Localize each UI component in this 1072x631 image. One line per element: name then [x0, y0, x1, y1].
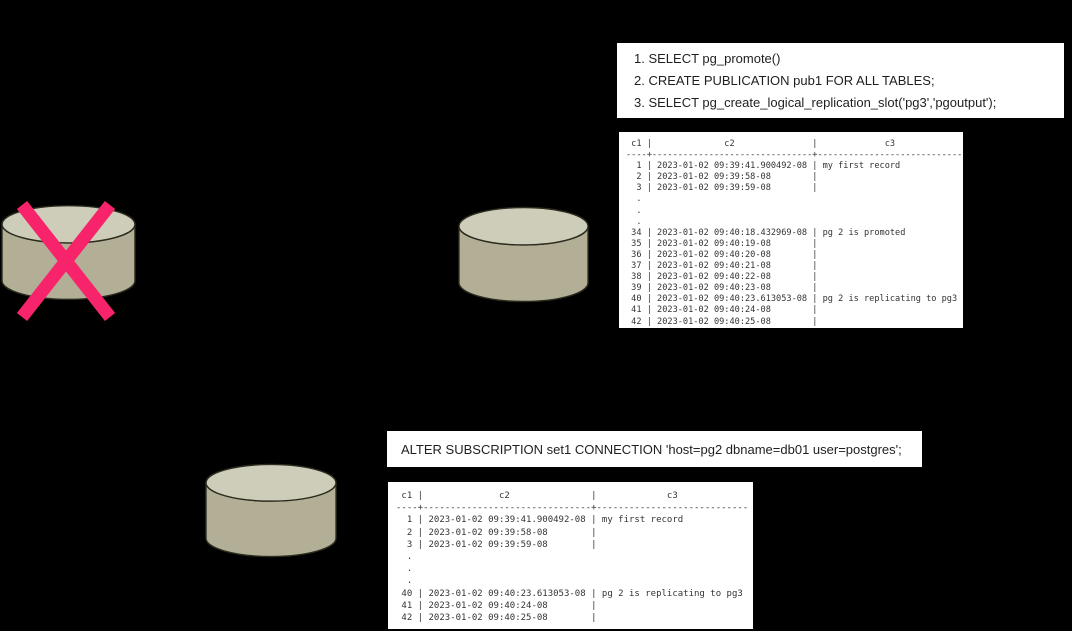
sql-steps-text: 1. SELECT pg_promote() 2. CREATE PUBLICA…	[634, 50, 997, 110]
db-node-pg3	[204, 463, 338, 558]
pg2-query-output-panel: c1 | c2 | c3 ----+----------------------…	[619, 132, 963, 328]
alter-subscription-text: ALTER SUBSCRIPTION set1 CONNECTION 'host…	[401, 441, 902, 457]
pg3-query-output-text: c1 | c2 | c3 ----+----------------------…	[396, 491, 749, 624]
alter-subscription-panel: ALTER SUBSCRIPTION set1 CONNECTION 'host…	[387, 431, 922, 467]
db-node-pg2	[457, 206, 590, 303]
pg2-query-output-text: c1 | c2 | c3 ----+----------------------…	[626, 139, 963, 327]
database-cylinder-icon	[205, 463, 337, 558]
sql-steps-panel: 1. SELECT pg_promote() 2. CREATE PUBLICA…	[617, 43, 1064, 118]
x-mark-icon	[16, 200, 116, 322]
pg3-query-output-panel: c1 | c2 | c3 ----+----------------------…	[388, 482, 753, 629]
db-node-failed-primary	[0, 200, 137, 322]
database-cylinder-icon	[458, 206, 589, 303]
